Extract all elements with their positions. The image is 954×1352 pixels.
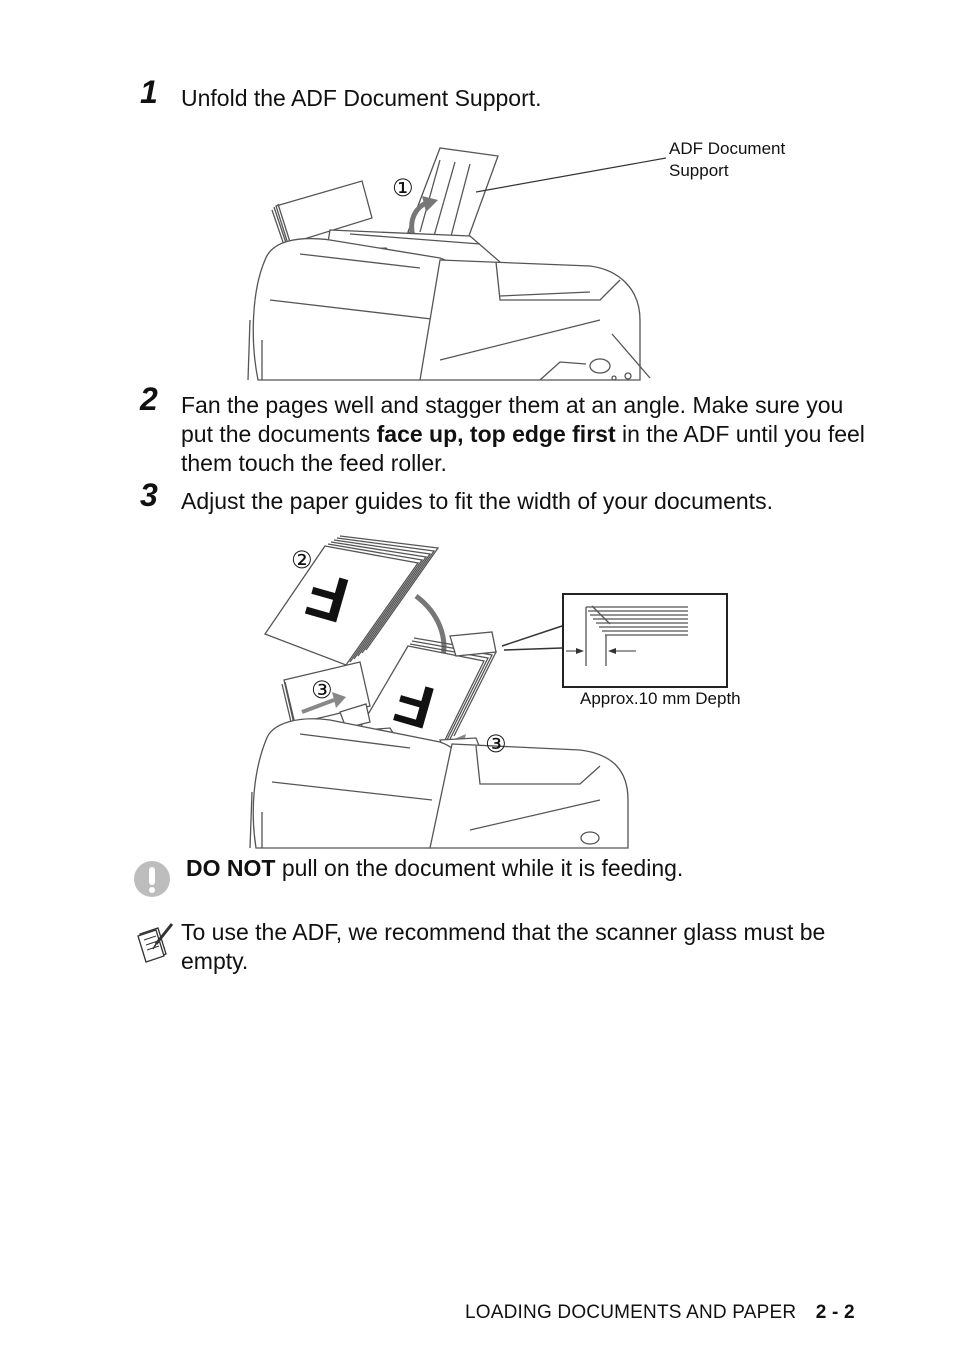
figure2-marker-2: ② bbox=[291, 546, 313, 574]
step-2-number: 2 bbox=[140, 381, 158, 417]
figure2-marker-3-right: ③ bbox=[485, 730, 507, 758]
step-3-text: Adjust the paper guides to fit the width… bbox=[181, 488, 773, 514]
step-1-number: 1 bbox=[140, 74, 158, 110]
figure1-marker: ① bbox=[392, 174, 414, 202]
depth-label: Approx.10 mm Depth bbox=[580, 689, 741, 708]
caution-text: DO NOT pull on the document while it is … bbox=[186, 854, 683, 883]
step-2-text: Fan the pages well and stagger them at a… bbox=[181, 391, 881, 478]
caution-rest: pull on the document while it is feeding… bbox=[275, 855, 684, 881]
step-2-text-before: Fan the pages well and stagger them at a… bbox=[181, 392, 844, 447]
note-pencil-icon bbox=[137, 923, 174, 963]
footer-section: LOADING DOCUMENTS AND PAPER bbox=[465, 1302, 797, 1323]
caution-exclamation-icon bbox=[134, 861, 170, 897]
step-2-text-after: in the ADF until you feel them touch the… bbox=[181, 421, 865, 476]
footer-page-number: 2 - 2 bbox=[815, 1302, 855, 1323]
figure1-callout-line2: Support bbox=[669, 161, 729, 180]
step-3-number: 3 bbox=[140, 477, 158, 513]
step-1-text: Unfold the ADF Document Support. bbox=[181, 85, 542, 111]
figure2-marker-3-left: ③ bbox=[311, 676, 333, 704]
note-text: To use the ADF, we recommend that the sc… bbox=[181, 919, 826, 974]
footer: LOADING DOCUMENTS AND PAPER 2 - 2 bbox=[465, 1302, 855, 1324]
caution-bold: DO NOT bbox=[186, 855, 276, 881]
step-2-text-bold: face up, top edge first bbox=[376, 421, 616, 447]
figure1-callout-line1: ADF Document bbox=[669, 139, 786, 158]
